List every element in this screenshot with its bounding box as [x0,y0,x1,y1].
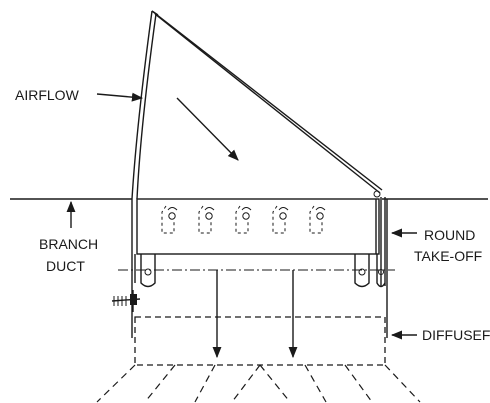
hanger-bracket-left [134,254,156,288]
mounting-screw [111,290,141,312]
damper-blade [161,205,178,234]
damper-blades [161,205,326,234]
damper-blade [198,205,215,234]
diffuser-outline [134,316,386,366]
leader-arrows [66,92,417,340]
damper-blade [235,205,252,234]
damper-blade [309,205,326,234]
duct-top-lines [10,198,488,338]
extractor-scoop [131,10,383,200]
label-branch: BRANCH [39,236,98,252]
label-airflow: AIRFLOW [15,87,80,103]
label-diffuser: DIFFUSEF [422,327,490,343]
diffuser-throw [96,364,421,403]
takeoff-collar [136,197,386,286]
label-round: ROUND [424,227,475,243]
airflow-arrows [176,97,298,359]
label-duct: DUCT [46,258,85,274]
damper-blade [272,205,289,234]
label-take-off: TAKE-OFF [414,248,482,264]
hanger-bracket-right [354,254,386,288]
